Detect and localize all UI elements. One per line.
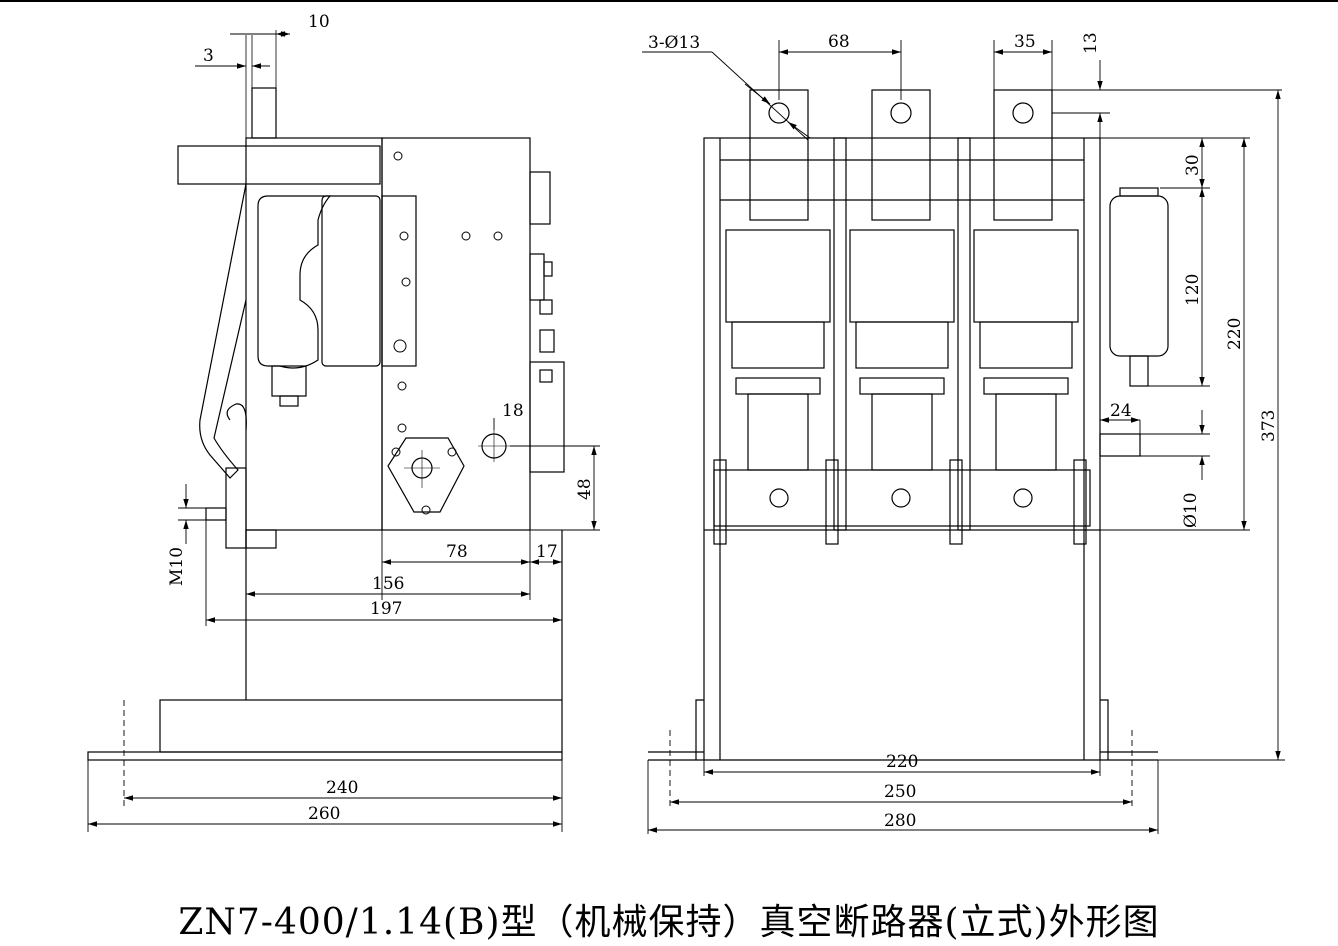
dim-280: 280 [884,811,916,831]
side-base-block [159,699,563,753]
front-view [648,89,1169,761]
front-view-labels: 3-Ø13 68 35 13 30 120 220 373 24 Ø10 220… [648,32,1279,831]
housing-body [381,137,531,531]
lever-arm [199,183,247,479]
dim-diameter-10: Ø10 [1181,492,1201,528]
housing-front-plate [245,137,383,531]
interrupter-2 [849,229,955,323]
dim-240: 240 [326,778,358,798]
dim-197: 197 [370,599,402,619]
dim-m10: M10 [167,547,187,586]
dim-373: 373 [1259,410,1279,442]
dim-10: 10 [308,12,330,32]
side-lower-plate [529,361,565,473]
side-view-labels: 10 3 18 48 78 17 156 197 M10 240 260 [167,12,595,824]
dim-35: 35 [1014,32,1036,52]
side-view-dimensions [87,31,600,832]
front-coil [1109,195,1169,357]
dim-hole: 3-Ø13 [648,33,700,53]
crank-bar [177,145,381,185]
front-frame [703,137,1101,531]
dim-17: 17 [536,542,558,562]
top-border-line [0,0,1338,2]
dim-18: 18 [502,401,524,421]
dim-13: 13 [1081,32,1101,54]
coil-block [321,195,381,367]
coil-plate [381,195,417,367]
coil-cover [257,195,332,369]
dim-220-vertical: 220 [1225,318,1245,350]
shaft [251,87,277,139]
drawing-canvas: 10 3 18 48 78 17 156 197 M10 240 260 [87,12,1285,834]
dim-260: 260 [308,804,340,824]
dim-48: 48 [575,478,595,500]
bolt-bracket [225,467,247,549]
dim-24: 24 [1110,401,1132,421]
dim-220: 220 [886,752,918,772]
stop-pin [1099,433,1141,457]
interrupter-1 [725,229,831,323]
dim-68: 68 [828,32,850,52]
right-leg [1083,530,1109,760]
dim-250: 250 [884,782,916,802]
dim-30: 30 [1183,154,1203,176]
side-base-plate [87,751,563,761]
left-leg [695,530,721,760]
side-view [87,30,565,761]
drawing-title: ZN7-400/1.14(B)型（机械保持）真空断路器(立式)外形图 [178,902,1160,943]
coil-stud [271,365,307,397]
side-terminal-2 [529,253,545,301]
front-view-dimensions [642,40,1285,834]
terminal-tab-3 [993,89,1053,221]
hex-flange [387,437,465,513]
screws [391,151,503,515]
side-terminal-1 [529,171,551,225]
m10-bolt [205,507,227,521]
dim-3: 3 [203,46,214,66]
dim-120: 120 [1183,274,1203,306]
dim-156: 156 [372,574,404,594]
dim-78: 78 [446,542,468,562]
interrupter-3 [973,229,1079,323]
